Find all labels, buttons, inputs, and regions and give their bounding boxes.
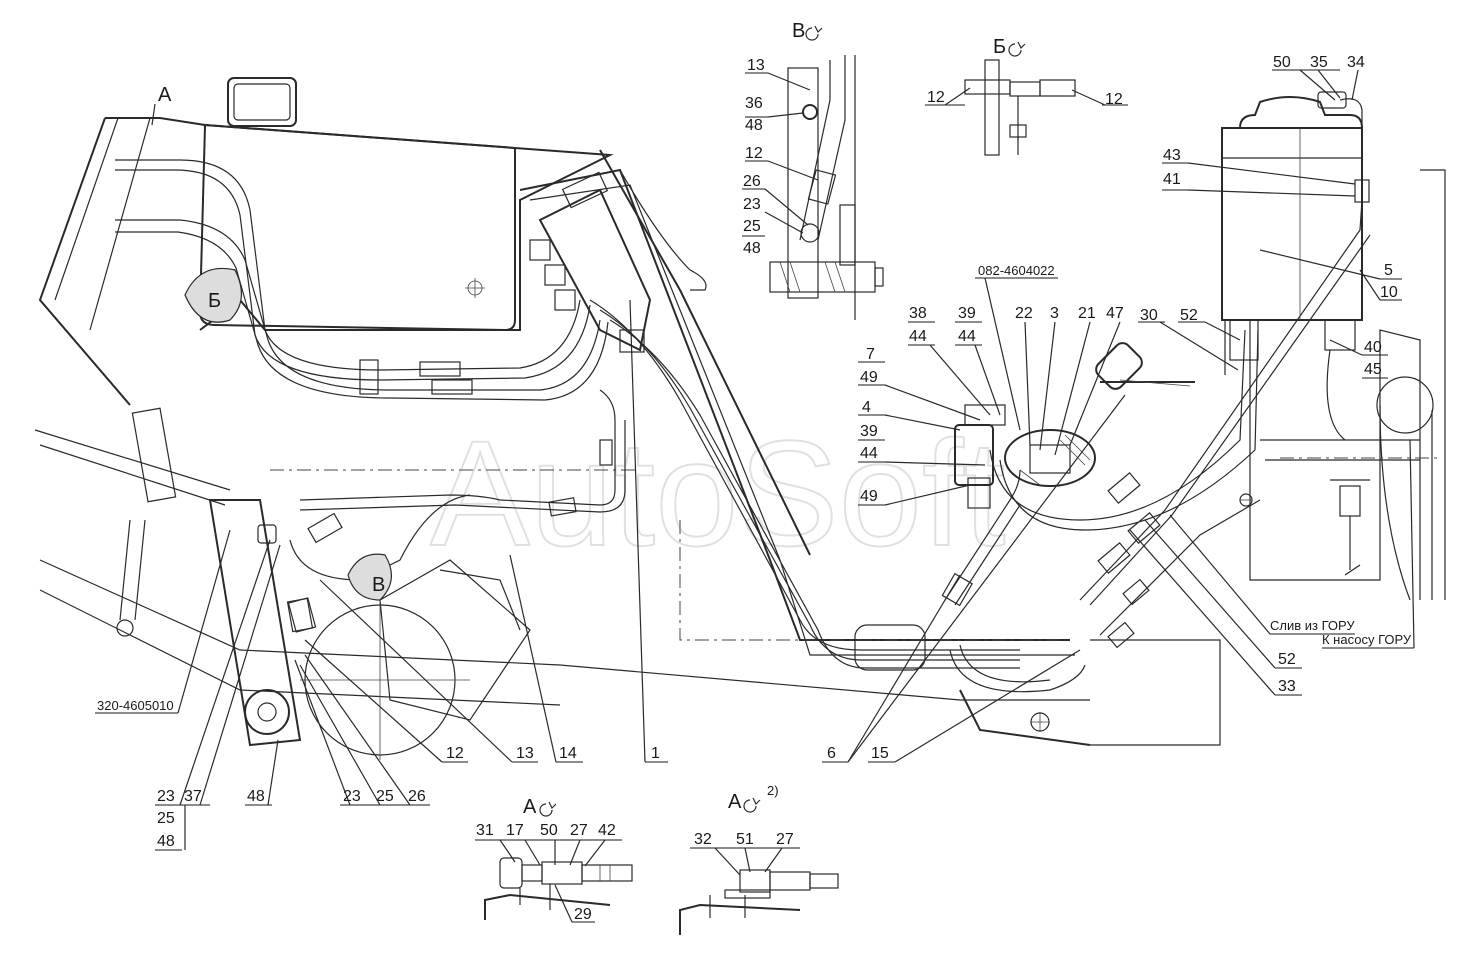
callout-44-c: 44 bbox=[860, 445, 878, 462]
callout-13-bottom: 13 bbox=[516, 745, 534, 762]
callout-42: 42 bbox=[598, 822, 616, 839]
detail-a2-title: А bbox=[728, 791, 742, 813]
leader-lines bbox=[95, 69, 1415, 923]
callout-25-left: 25 bbox=[157, 810, 175, 827]
callout-14: 14 bbox=[559, 745, 577, 762]
callout-39-b: 39 bbox=[860, 423, 878, 440]
callout-43: 43 bbox=[1163, 147, 1181, 164]
callout-45: 45 bbox=[1364, 361, 1382, 378]
drive-wheel-housing bbox=[300, 559, 531, 760]
callout-32: 32 bbox=[694, 831, 712, 848]
view-marker-b-label: Б bbox=[208, 290, 221, 312]
callout-52-top: 52 bbox=[1180, 307, 1198, 324]
callout-50-view-a: 50 bbox=[540, 822, 558, 839]
callout-5: 5 bbox=[1384, 262, 1393, 279]
note-to-pump: К насосу ГОРУ bbox=[1322, 632, 1412, 647]
callout-47: 47 bbox=[1106, 305, 1124, 322]
callout-27-view-a: 27 bbox=[570, 822, 588, 839]
callout-15: 15 bbox=[871, 745, 889, 762]
callout-51: 51 bbox=[736, 831, 754, 848]
callout-37: 37 bbox=[184, 788, 202, 805]
callout-12-view-v: 12 bbox=[745, 145, 763, 162]
callout-44-a: 44 bbox=[909, 328, 927, 345]
callout-12-view-b-left: 12 bbox=[927, 89, 945, 106]
detail-view-v: В bbox=[769, 20, 884, 320]
callout-29: 29 bbox=[574, 906, 592, 923]
callout-7: 7 bbox=[866, 346, 875, 363]
view-marker-v-label: В bbox=[372, 574, 385, 596]
steering-cylinder-left bbox=[34, 407, 317, 747]
view-marker-v-bubble bbox=[347, 553, 392, 601]
callout-48b-view-v: 48 bbox=[743, 240, 761, 257]
detail-view-a2: А 2) bbox=[679, 783, 839, 935]
callout-30: 30 bbox=[1140, 307, 1158, 324]
watermark: AutoSoft bbox=[430, 409, 1005, 577]
callout-10: 10 bbox=[1380, 284, 1398, 301]
callout-6: 6 bbox=[827, 745, 836, 762]
callout-25-view-v: 25 bbox=[743, 218, 761, 235]
callout-39-a: 39 bbox=[958, 305, 976, 322]
callout-27-view-a2: 27 bbox=[776, 831, 794, 848]
callout-50-top: 50 bbox=[1273, 54, 1291, 71]
callout-36: 36 bbox=[745, 95, 763, 112]
callout-40: 40 bbox=[1364, 339, 1382, 356]
callout-35: 35 bbox=[1310, 54, 1328, 71]
callout-31: 31 bbox=[476, 822, 494, 839]
callout-44-b: 44 bbox=[958, 328, 976, 345]
view-marker-a-label: А bbox=[158, 84, 172, 106]
detail-b-title: Б bbox=[993, 36, 1006, 58]
callout-labels: 13 36 48 12 26 23 25 48 12 12 50 35 34 4… bbox=[97, 54, 1412, 923]
callout-38: 38 bbox=[909, 305, 927, 322]
callout-48-left: 48 bbox=[157, 833, 175, 850]
callout-17: 17 bbox=[506, 822, 524, 839]
callout-23-center: 23 bbox=[343, 788, 361, 805]
callout-49-b: 49 bbox=[860, 488, 878, 505]
callout-1: 1 bbox=[651, 745, 660, 762]
callout-21: 21 bbox=[1078, 305, 1096, 322]
callout-48-view-v: 48 bbox=[745, 117, 763, 134]
hydraulic-lines bbox=[115, 159, 1371, 693]
callout-52-bottom: 52 bbox=[1278, 651, 1296, 668]
note-drain: Слив из ГОРУ bbox=[1270, 618, 1355, 633]
callout-13-view-v: 13 bbox=[747, 57, 765, 74]
callout-12-view-b-right: 12 bbox=[1105, 91, 1123, 108]
callout-23-view-v: 23 bbox=[743, 196, 761, 213]
part-number-pump: 320-4605010 bbox=[97, 698, 174, 713]
callout-41: 41 bbox=[1163, 171, 1181, 188]
pipe-fittings bbox=[286, 169, 1195, 671]
detail-a2-footnote: 2) bbox=[767, 783, 779, 798]
view-marker-b-bubble bbox=[184, 267, 242, 323]
callout-3: 3 bbox=[1050, 305, 1059, 322]
detail-view-b: Б bbox=[964, 36, 1076, 156]
callout-4: 4 bbox=[862, 399, 871, 416]
detail-view-a: А bbox=[484, 796, 633, 920]
callout-33: 33 bbox=[1278, 678, 1296, 695]
detail-v-title: В bbox=[792, 20, 805, 42]
callout-12-bottom: 12 bbox=[446, 745, 464, 762]
callout-34: 34 bbox=[1347, 54, 1365, 71]
part-number-clamp: 082-4604022 bbox=[978, 263, 1055, 278]
callout-25-center: 25 bbox=[376, 788, 394, 805]
callout-22: 22 bbox=[1015, 305, 1033, 322]
callout-26-center: 26 bbox=[408, 788, 426, 805]
oil-reservoir bbox=[1221, 91, 1370, 576]
callout-23-left: 23 bbox=[157, 788, 175, 805]
callout-48-center: 48 bbox=[247, 788, 265, 805]
view-markers: Б В А bbox=[151, 84, 392, 601]
detail-a-title: А bbox=[523, 796, 537, 818]
callout-49-a: 49 bbox=[860, 369, 878, 386]
callout-26-view-v: 26 bbox=[743, 173, 761, 190]
